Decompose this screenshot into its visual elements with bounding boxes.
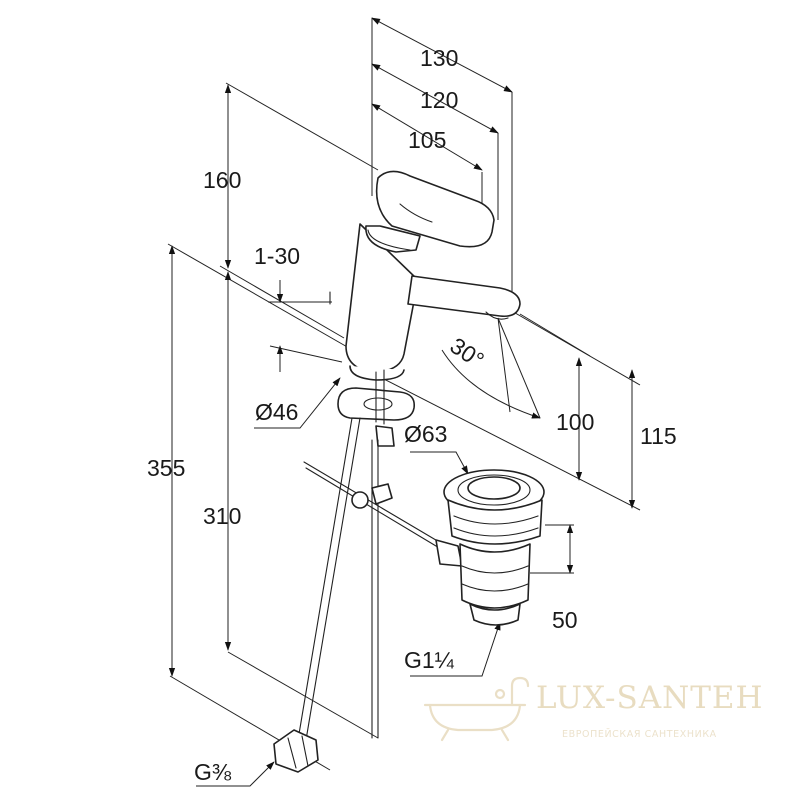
hose-connector [273,729,319,773]
drain-body [459,543,531,609]
dim-120: 120 [420,87,458,113]
dim-50: 50 [552,607,578,633]
thread-g1-1-4: G1¼ [404,647,455,673]
drain-assembly [443,469,545,626]
dim-diameter-63: Ø63 [404,421,447,447]
drain-plug [467,476,521,500]
faucet-spout [407,275,521,318]
supply-hoses [273,417,379,773]
bathtub-icon [423,676,530,742]
dim-130: 130 [420,45,458,71]
dim-100: 100 [556,409,594,435]
rod-clamp [351,491,369,509]
faucet-base [349,365,405,381]
watermark: LUX-SANTEH ЕВРОПЕЙСКАЯ САНТЕХНИКА [423,676,764,742]
watermark-brand: LUX-SANTEH [536,680,764,716]
watermark-tagline: ЕВРОПЕЙСКАЯ САНТЕХНИКА [562,728,717,740]
dim-310: 310 [203,503,241,529]
dimension-labels: 130 120 105 160 1-30 30° Ø46 Ø63 100 115… [147,45,677,785]
dim-30-degree: 30° [445,332,488,373]
dimension-lines [168,17,636,677]
leaders [196,377,501,787]
faucet [329,170,521,447]
dim-1-30: 1-30 [254,243,300,269]
dim-105: 105 [408,127,446,153]
popup-rod [303,461,463,567]
dim-355: 355 [147,455,185,481]
dim-160: 160 [203,167,241,193]
thread-g3-8: G⅜ [194,759,232,785]
faucet-lever [375,170,495,248]
dim-115: 115 [640,423,677,449]
dim-diameter-46: Ø46 [255,399,298,425]
hose-left [297,417,353,741]
